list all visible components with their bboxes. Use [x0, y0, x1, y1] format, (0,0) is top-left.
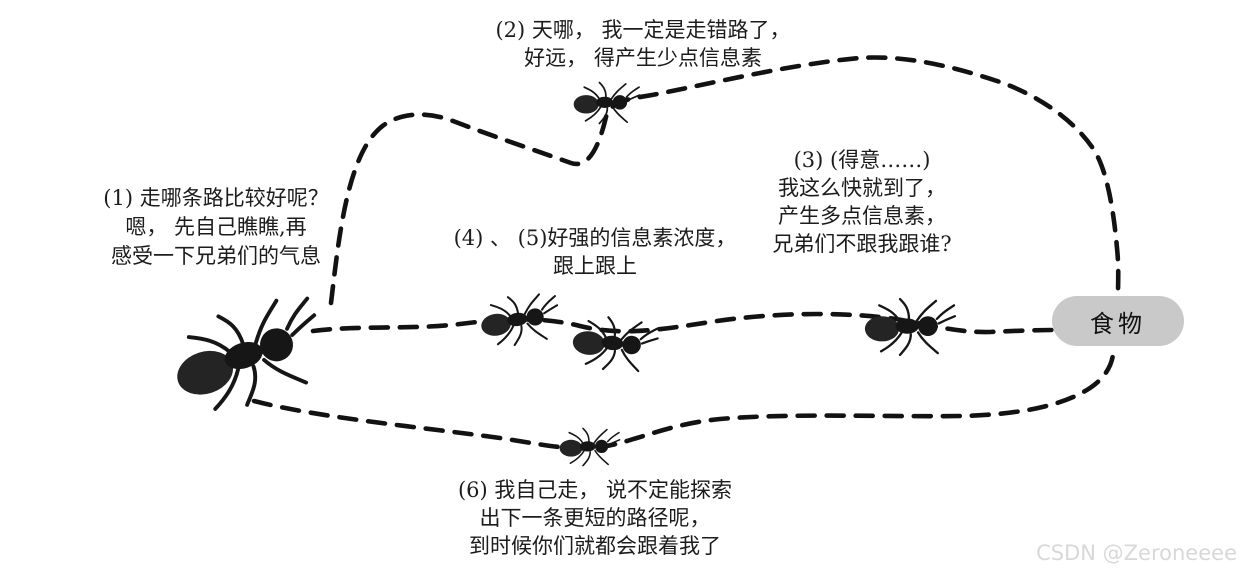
note-1-choose-path: (1) 走哪条路比较好呢？ 嗯， 先自己瞧瞧,再 感受一下兄弟们的气息	[103, 184, 328, 271]
food-node: 食物	[1052, 296, 1184, 346]
route-middle-short	[310, 311, 1055, 335]
ant-1-start-icon	[160, 286, 337, 425]
route-top-long	[328, 55, 1121, 306]
note-line: (2) 天哪， 我一定是走错路了，	[495, 18, 791, 42]
note-3-proud: (3) (得意……) 我这么快就到了， 产生多点信息素， 兄弟们不跟我跟谁?	[772, 146, 951, 258]
note-line: 嗯， 先自己瞧瞧,再	[125, 215, 307, 239]
food-label: 食物	[1090, 309, 1146, 338]
note-line: (3) (得意……)	[793, 148, 931, 172]
watermark: CSDN @Zeroneeee	[1036, 541, 1237, 565]
note-line: (4) 、 (5)好强的信息素浓度，	[453, 226, 737, 250]
note-2-wrong-way: (2) 天哪， 我一定是走错路了， 好远， 得产生少点信息素	[495, 16, 790, 72]
ant-5-follower-icon	[569, 312, 661, 376]
note-line: (1) 走哪条路比较好呢？	[103, 186, 329, 210]
route-bottom-explore	[251, 351, 1116, 451]
note-line: 感受一下兄弟们的气息	[110, 244, 321, 268]
note-line: 好远， 得产生少点信息素	[524, 46, 762, 70]
note-line: (6) 我自己走， 说不定能探索	[457, 478, 733, 502]
ant-3-fast-icon	[863, 297, 957, 357]
note-4-5-strong-pheromone: (4) 、 (5)好强的信息素浓度， 跟上跟上	[454, 224, 737, 280]
note-6-explore-alone: (6) 我自己走， 说不定能探索 出下一条更短的路径呢， 到时候你们就都会跟着我…	[458, 476, 732, 560]
note-line: 出下一条更短的路径呢，	[479, 506, 711, 530]
note-line: 到时候你们就都会跟着我了	[468, 534, 721, 558]
note-line: 我这么快就到了，	[777, 176, 946, 200]
note-line: 产生多点信息素，	[777, 204, 946, 228]
note-line: 兄弟们不跟我跟谁?	[772, 232, 952, 256]
note-line: 跟上跟上	[553, 254, 637, 278]
